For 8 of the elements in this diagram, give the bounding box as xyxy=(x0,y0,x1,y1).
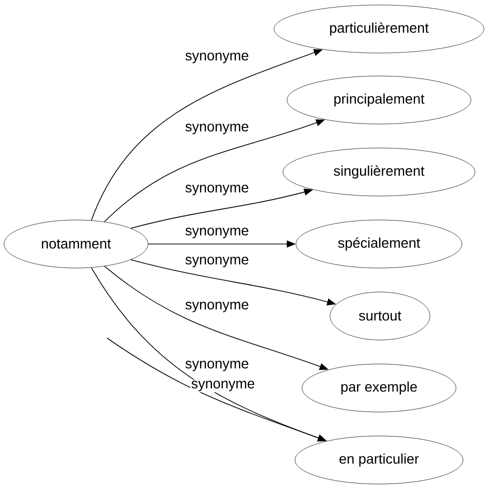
edge-label: synonyme xyxy=(184,360,250,372)
edge-label: synonyme xyxy=(184,52,250,64)
edge-label: synonyme xyxy=(184,226,250,240)
edge-label: synonyme xyxy=(184,184,250,196)
edge-label: synonyme xyxy=(190,380,256,392)
edge-label: synonyme xyxy=(184,300,250,314)
edge-label: synonyme xyxy=(184,256,250,268)
edge-label: synonyme xyxy=(184,122,250,136)
